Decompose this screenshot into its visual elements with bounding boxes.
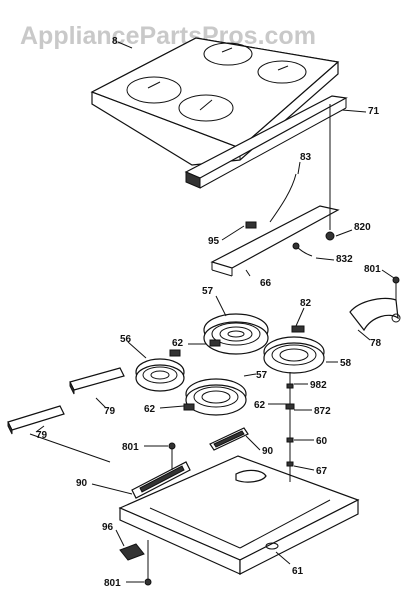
terminal-bracket (349, 276, 401, 332)
callout-801-top: 801 (364, 264, 381, 275)
callout-820: 820 (354, 222, 371, 233)
side-trim-upper (69, 367, 125, 395)
wire-83 (269, 173, 297, 223)
callout-57-front: 57 (256, 370, 268, 381)
surface-element-right (263, 325, 325, 374)
channel-upper (209, 427, 249, 451)
channel-front (131, 461, 191, 499)
callout-61: 61 (292, 566, 304, 577)
surface-element-rear-left (203, 313, 269, 355)
watermark: AppliancePartsPros.com (20, 22, 316, 50)
callout-982: 982 (310, 380, 327, 391)
callout-67: 67 (316, 466, 328, 477)
callout-62-front: 62 (144, 404, 156, 415)
surface-element-left (135, 349, 185, 392)
callout-8: 8 (112, 36, 118, 47)
terminal-stack (285, 372, 295, 482)
callout-71: 71 (368, 106, 380, 117)
control-bracket (210, 205, 340, 277)
glass-cooktop (90, 37, 340, 166)
callout-60: 60 (316, 436, 328, 447)
screw-820 (325, 231, 335, 241)
callout-832: 832 (336, 254, 353, 265)
side-trim-lower (7, 405, 111, 463)
bracket-96 (119, 543, 145, 561)
callout-56: 56 (120, 334, 132, 345)
callout-90-front: 90 (76, 478, 88, 489)
callout-872: 872 (314, 406, 331, 417)
rear-trim-strip (184, 95, 348, 189)
callout-96: 96 (102, 522, 114, 533)
callout-57-rear: 57 (202, 286, 214, 297)
callout-82-right: 82 (300, 298, 312, 309)
callout-95: 95 (208, 236, 220, 247)
callout-66: 66 (260, 278, 272, 289)
callout-83: 83 (300, 152, 312, 163)
surface-element-front (183, 378, 247, 416)
callout-79-lower: 79 (36, 430, 48, 441)
callout-801-mid: 801 (122, 442, 139, 453)
callout-801-bottom: 801 (104, 578, 121, 589)
callout-58: 58 (340, 358, 352, 369)
callout-90-upper: 90 (262, 446, 274, 457)
burner-box (118, 455, 360, 575)
callout-62-mid: 62 (254, 400, 266, 411)
callout-79-upper: 79 (104, 406, 116, 417)
callout-62-left: 62 (172, 338, 184, 349)
callout-78: 78 (370, 338, 382, 349)
